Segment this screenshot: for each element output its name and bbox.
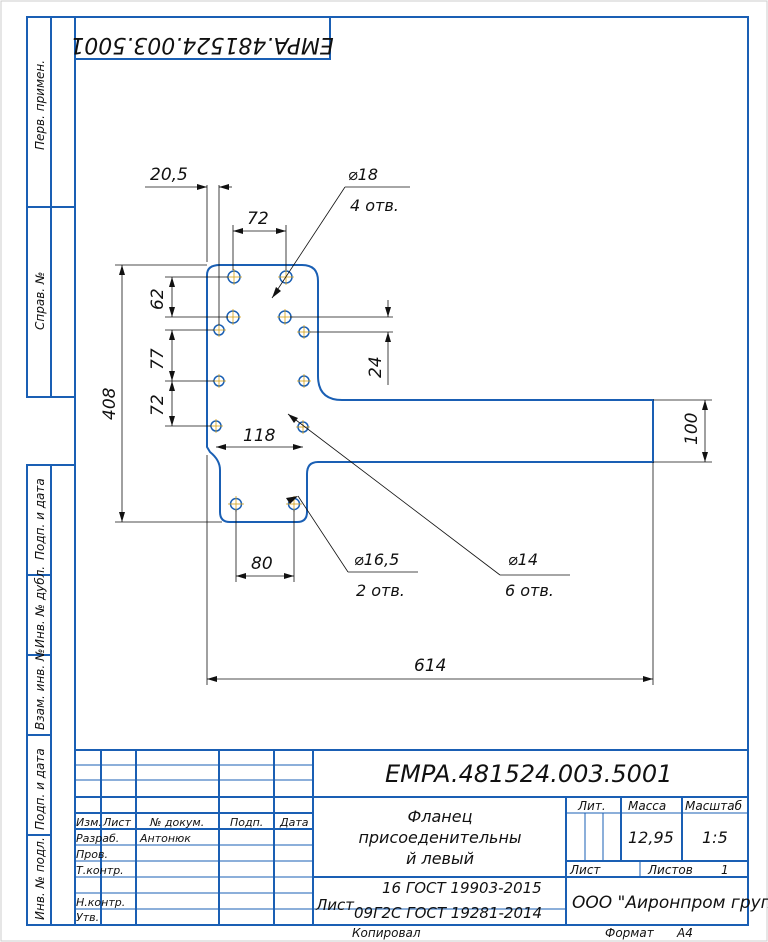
- name-line-3: й левый: [406, 849, 474, 868]
- material-prefix: Лист: [315, 896, 355, 914]
- lit-label: Лит.: [577, 799, 606, 813]
- dim-72-top: 72: [247, 209, 269, 229]
- label-inv-dubl: Инв. № дубл.: [33, 566, 47, 648]
- prov-label: Пров.: [76, 848, 108, 861]
- dim-614: 614: [414, 656, 446, 676]
- dim-24: 24: [366, 356, 386, 378]
- dim-408: 408: [100, 387, 120, 420]
- callout-d18-qty: 4 отв.: [350, 196, 399, 215]
- tkontr-label: Т.контр.: [76, 864, 124, 877]
- hdr-list: Лист: [102, 816, 131, 829]
- utv-label: Утв.: [76, 911, 99, 924]
- company-name: ООО "Аиронпром групп": [572, 893, 768, 913]
- holes-d14: [210, 324, 310, 433]
- label-inv-podl: Инв. № подл.: [33, 837, 47, 920]
- massa-label: Масса: [628, 799, 666, 813]
- callout-d14-dia: ⌀14: [508, 550, 538, 569]
- callout-d16-5-qty: 2 отв.: [356, 581, 405, 600]
- dim-20-5: 20,5: [150, 165, 188, 185]
- name-line-1: Фланец: [408, 807, 473, 826]
- hdr-izm: Изм.: [76, 816, 102, 829]
- material-line-2: 09Г2С ГОСТ 19281-2014: [354, 904, 542, 922]
- dim-72-left: 72: [148, 394, 168, 416]
- label-perv-primen: Перв. примен.: [33, 60, 47, 150]
- listov-label: Листов: [647, 863, 693, 877]
- format-label: Формат: [605, 926, 655, 940]
- holes-d18: [226, 270, 293, 324]
- title-block: [75, 749, 748, 925]
- list-label: Лист: [569, 863, 601, 877]
- masshtab-label: Масштаб: [685, 799, 743, 813]
- designation-rotated: EMPA.481524.003.5001: [70, 32, 333, 57]
- kopiroval-label: Копировал: [352, 926, 421, 940]
- material-line-1: 16 ГОСТ 19903-2015: [382, 879, 542, 897]
- label-sprav-no: Справ. №: [33, 272, 47, 330]
- callout-d16-5-dia: ⌀16,5: [354, 550, 399, 569]
- massa-value: 12,95: [628, 828, 674, 847]
- designation-rotated-box: [74, 16, 331, 60]
- nkontr-label: Н.контр.: [76, 896, 125, 909]
- dim-118: 118: [243, 426, 276, 446]
- hdr-data: Дата: [279, 816, 309, 829]
- dimension-lines: [115, 185, 712, 685]
- center-marks: [209, 269, 311, 512]
- dim-77: 77: [148, 348, 168, 370]
- format-value: А4: [676, 926, 693, 940]
- label-vzam-inv: Взам. инв. №: [33, 649, 47, 730]
- dim-62: 62: [148, 288, 168, 310]
- drawing-frame: [74, 16, 749, 926]
- razrab-label: Разраб.: [76, 832, 119, 845]
- hdr-docum: № докум.: [149, 816, 204, 829]
- label-podp-data-2: Подп. и дата: [33, 748, 47, 830]
- razrab-name: Антонюк: [139, 832, 191, 845]
- label-podp-data-1: Подп. и дата: [33, 478, 47, 560]
- listov-value: 1: [721, 863, 729, 877]
- dim-80: 80: [251, 554, 273, 574]
- arrowheads: [119, 184, 708, 682]
- part-outline: [206, 264, 654, 523]
- callout-d18-dia: ⌀18: [348, 165, 378, 184]
- dim-100: 100: [682, 413, 702, 445]
- hdr-podp: Подп.: [230, 816, 263, 829]
- designation: EMPA.481524.003.5001: [385, 760, 672, 788]
- callout-d14-qty: 6 отв.: [505, 581, 554, 600]
- name-line-2: присоеденительны: [358, 828, 521, 847]
- masshtab-value: 1:5: [702, 828, 728, 847]
